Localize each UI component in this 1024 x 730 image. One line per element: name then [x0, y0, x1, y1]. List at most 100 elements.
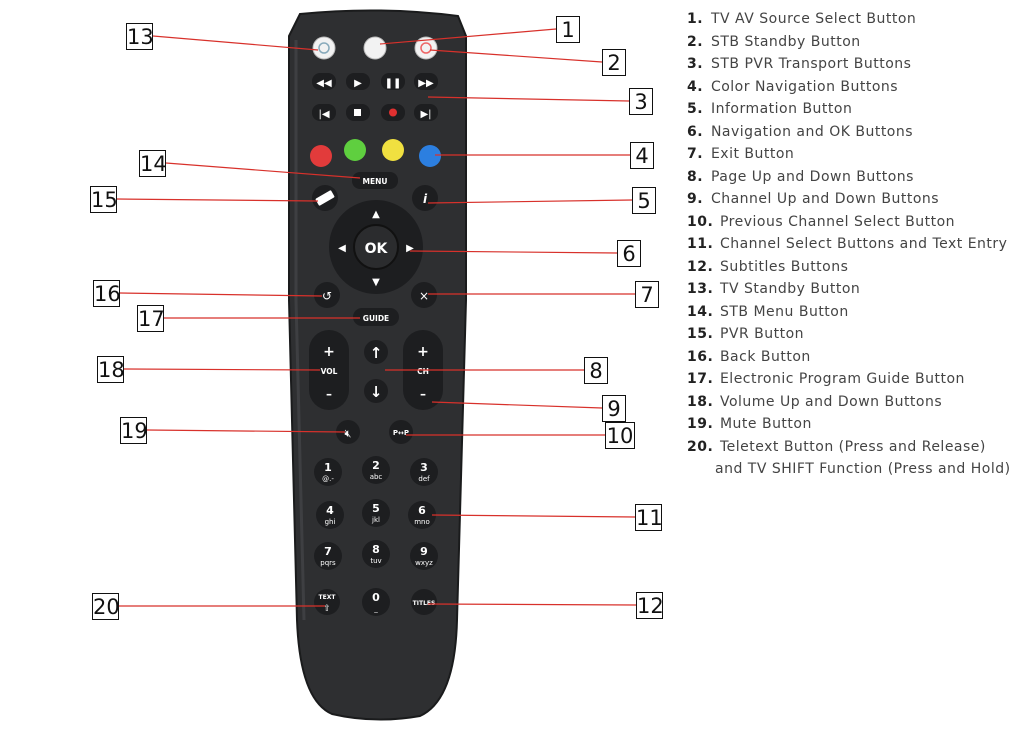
callout-9: 9 [602, 395, 626, 422]
page-down-button[interactable]: ↓ [364, 379, 388, 403]
exit-icon: × [419, 289, 429, 303]
blue-button[interactable] [419, 145, 441, 167]
rewind-button[interactable] [312, 73, 336, 90]
right-arrow-icon: ▶ [406, 243, 414, 254]
key-letters: wxyz [415, 559, 433, 567]
tv-standby-button[interactable] [312, 36, 336, 60]
back-button[interactable]: ↺ [314, 282, 340, 308]
legend-item: 11. Channel Select Buttons and Text Entr… [687, 236, 1008, 252]
ok-button[interactable] [353, 224, 399, 270]
legend-item: 7. Exit Button [687, 146, 795, 162]
guide-button[interactable] [353, 308, 399, 326]
callout-3: 3 [629, 88, 653, 115]
legend-item: 17. Electronic Program Guide Button [687, 371, 965, 387]
navigation-pad[interactable]: OK ▲ ▼ ◀ ▶ [329, 200, 423, 294]
info-button[interactable]: i [412, 185, 438, 211]
key-letters: tuv [370, 557, 381, 565]
yellow-button[interactable] [382, 139, 404, 161]
pvr-transport-buttons: ◀◀ ▶ ❚❚ ▶▶ |◀ ▶| [312, 73, 438, 121]
down-arrow-icon: ▼ [372, 277, 380, 288]
legend-item: 15. PVR Button [687, 326, 805, 342]
number-key-1[interactable]: 1@.- [314, 458, 342, 486]
callout-8: 8 [584, 357, 608, 384]
green-button[interactable] [344, 139, 366, 161]
callout-20: 20 [92, 593, 120, 620]
key-digit: 0 [372, 591, 380, 604]
channel-down-label: – [420, 387, 426, 401]
key-letters: jkl [371, 516, 380, 524]
pvr-button[interactable] [312, 185, 338, 211]
play-icon: ▶ [354, 78, 362, 89]
legend-item: 5. Information Button [687, 101, 853, 117]
pvr-icon [315, 190, 335, 206]
shift-icon: ⇧ [323, 604, 331, 614]
left-arrow-icon: ◀ [338, 243, 346, 254]
volume-down-label: – [326, 387, 332, 401]
mute-icon: 🔇︎ [345, 427, 352, 440]
previous-channel-button[interactable]: P↔P [389, 420, 413, 444]
skip-forward-button[interactable] [414, 104, 438, 121]
key-letters: _ [373, 605, 378, 613]
legend-item: 1. TV AV Source Select Button [687, 11, 917, 27]
menu-button[interactable] [352, 172, 398, 189]
titles-button[interactable]: TITLES [411, 589, 437, 615]
callout-6: 6 [617, 240, 641, 267]
ok-label: OK [365, 241, 389, 257]
key-digit: 2 [372, 459, 380, 472]
volume-label: VOL [321, 367, 338, 376]
legend-item-continuation: and TV SHIFT Function (Press and Hold) [715, 461, 1011, 477]
key-digit: 9 [420, 545, 428, 558]
callout-13: 13 [126, 23, 154, 50]
red-button[interactable] [310, 145, 332, 167]
volume-up-label: + [323, 344, 335, 360]
remote-edge-highlight [294, 40, 306, 621]
tv-av-source-button[interactable] [363, 36, 387, 60]
key-letters: pqrs [320, 559, 336, 567]
record-icon [389, 108, 397, 117]
number-key-0[interactable]: 0_ [362, 588, 390, 616]
callout-10: 10 [605, 422, 635, 449]
skip-forward-icon: ▶| [420, 109, 431, 120]
legend-item: 9. Channel Up and Down Buttons [687, 191, 940, 207]
back-icon: ↺ [322, 289, 332, 303]
key-digit: 1 [324, 461, 332, 474]
page-down-icon: ↓ [370, 383, 383, 401]
legend-item: 16. Back Button [687, 348, 811, 365]
fast-forward-icon: ▶▶ [418, 78, 434, 89]
skip-back-button[interactable] [312, 104, 336, 121]
fast-forward-button[interactable] [414, 73, 438, 90]
callout-18: 18 [97, 356, 125, 383]
channel-label: CH [417, 367, 429, 376]
legend-item: 14. STB Menu Button [687, 303, 849, 320]
legend-item: 6. Navigation and OK Buttons [687, 123, 914, 140]
callout-16: 16 [93, 280, 121, 307]
text-button[interactable]: TEXT ⇧ [314, 589, 340, 615]
previous-channel-label: P↔P [393, 429, 409, 437]
info-icon: i [423, 192, 428, 206]
mute-button[interactable]: 🔇︎ [336, 420, 360, 444]
legend-item: 19. Mute Button [687, 416, 812, 432]
key-letters: ghi [325, 518, 336, 526]
volume-rocker[interactable] [309, 330, 349, 410]
callout-11: 11 [635, 504, 663, 531]
titles-label: TITLES [413, 600, 436, 607]
exit-button[interactable]: × [411, 282, 437, 308]
callout-1: 1 [556, 16, 580, 43]
key-letters: @.- [322, 475, 334, 483]
key-digit: 8 [372, 543, 380, 556]
legend-item: 2. STB Standby Button [687, 33, 861, 50]
stb-standby-button[interactable] [414, 36, 438, 60]
play-button[interactable] [346, 73, 370, 90]
page-up-button[interactable]: ↑ [364, 340, 388, 364]
pause-button[interactable] [381, 73, 405, 90]
